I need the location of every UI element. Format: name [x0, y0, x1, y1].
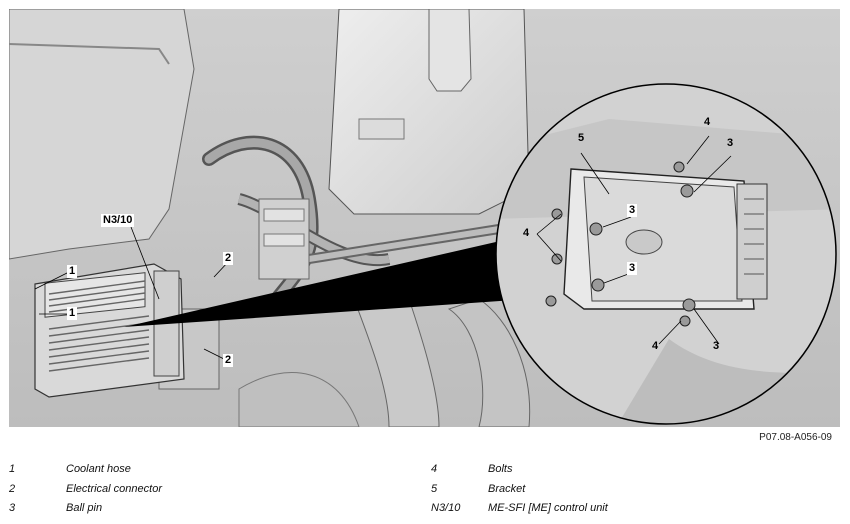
legend-number: N3/10	[431, 502, 461, 514]
callout-4-left: 4	[523, 227, 530, 239]
callout-n3-10: N3/10	[101, 214, 135, 227]
legend-text: Electrical connector	[66, 483, 162, 495]
engine-drawing	[9, 9, 840, 427]
callout-4-bottom: 4	[652, 340, 659, 352]
callout-2-upper: 2	[223, 252, 234, 265]
control-unit-detail	[545, 161, 768, 327]
callout-3-lower-left: 3	[627, 262, 638, 275]
legend: 1 Coolant hose 2 Electrical connector 3 …	[0, 458, 850, 524]
legend-number: 2	[9, 483, 16, 495]
control-unit-main	[34, 263, 185, 398]
legend-number: 5	[431, 483, 438, 495]
callout-1-upper: 1	[67, 265, 78, 278]
callout-5: 5	[578, 132, 585, 144]
legend-number: 1	[9, 463, 16, 475]
figure-code: P07.08-A056-09	[759, 432, 832, 443]
legend-text: Coolant hose	[66, 463, 131, 475]
callout-3-upper-left: 3	[627, 204, 638, 217]
callout-2-lower: 2	[223, 354, 234, 367]
legend-text: Ball pin	[66, 502, 103, 514]
legend-number: 4	[431, 463, 438, 475]
callout-1-lower: 1	[67, 307, 78, 320]
legend-text: ME-SFI [ME] control unit	[488, 502, 608, 514]
callout-3-top: 3	[727, 137, 734, 149]
legend-text: Bolts	[488, 463, 513, 475]
callout-3-bottom: 3	[713, 340, 720, 352]
callout-4-top: 4	[704, 116, 711, 128]
legend-number: 3	[9, 502, 16, 514]
engine-compartment-illustration: N3/10 1 1 2 2 5 4 3 3 3 4 4 3	[9, 9, 840, 427]
legend-text: Bracket	[488, 483, 526, 495]
